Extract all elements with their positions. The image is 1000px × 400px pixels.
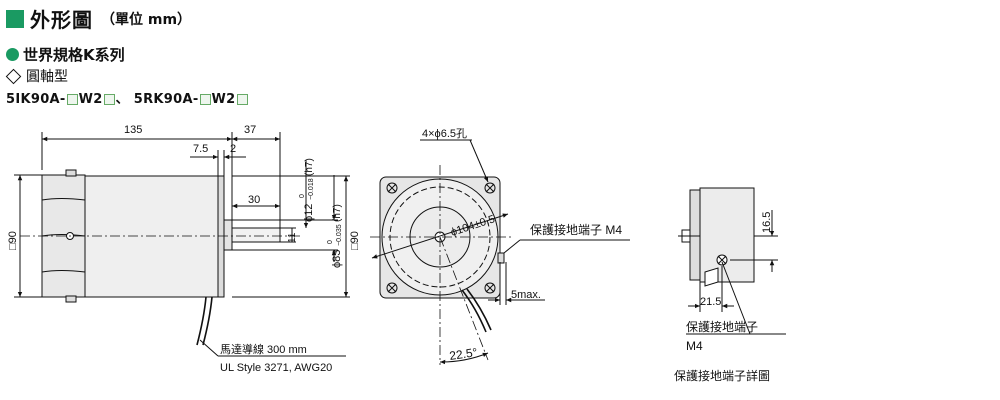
flange: [217, 175, 225, 298]
model-b-mid: W2: [211, 92, 236, 107]
mount-holes: [386, 182, 496, 294]
holes-label: 4×ϕ6.5孔: [422, 127, 467, 140]
shaft-type-heading: 圓軸型: [5, 66, 68, 86]
side-view: [14, 132, 350, 357]
sq90-left: □90: [7, 231, 19, 250]
phi12-label: ϕ12 0 −0.018 (h7): [299, 158, 315, 222]
detail-view: [678, 187, 786, 335]
lead-line-2: UL Style 3271, AWG20: [220, 362, 332, 374]
sq90-right: □90: [349, 231, 361, 250]
dim-11: 11: [287, 232, 298, 243]
dim-37: 37: [244, 124, 256, 136]
model-b-prefix: 5RK90A-: [133, 92, 199, 107]
lead-line-1: 馬達導線 300 mm: [220, 342, 307, 356]
model-numbers: 5IK90A- W2 、 5RK90A- W2: [6, 88, 249, 107]
phi83-label: ϕ83 0 −0.035 (h7): [327, 204, 343, 268]
dim-30: 30: [248, 194, 260, 206]
detail-ground-label: 保護接地端子: [686, 319, 758, 334]
dim-7-5: 7.5: [193, 143, 208, 155]
model-a-mid: W2: [78, 92, 103, 107]
detail-m4-label: M4: [686, 339, 703, 353]
dim-135: 135: [124, 124, 142, 136]
model-separator: 、: [115, 92, 129, 107]
placeholder-box-icon: [236, 94, 248, 105]
series-heading: 世界規格K系列: [6, 44, 125, 65]
dim-16-5: 16.5: [761, 212, 773, 233]
phi83-fit: (h7): [332, 204, 343, 222]
placeholder-box-icon: [103, 94, 115, 105]
placeholder-box-icon: [199, 94, 211, 105]
phi12-tol-bot: −0.018: [308, 178, 315, 200]
angle-label: 22.5°: [448, 345, 478, 363]
unit-note: （單位 mm）: [101, 11, 192, 28]
ground-terminal-label: 保護接地端子 M4: [530, 222, 622, 237]
shaft-type-label: 圓軸型: [26, 69, 68, 85]
phi83-text: ϕ83: [331, 250, 343, 268]
dim-21-5: 21.5: [700, 296, 721, 308]
detail-caption: 保護接地端子詳圖: [674, 368, 770, 383]
page-header: 外形圖 （單位 mm）: [6, 4, 191, 33]
phi12-tol-top: 0: [299, 194, 306, 198]
pilot: [223, 219, 233, 251]
phi83-tol-bot: −0.035: [336, 224, 343, 246]
front-view: [370, 139, 630, 365]
phi12-fit: (h7): [304, 158, 315, 176]
placeholder-box-icon: [66, 94, 78, 105]
lead-wire: [196, 296, 207, 346]
green-dot-icon: [6, 48, 19, 61]
page-title: 外形圖: [30, 8, 93, 32]
shaft: [231, 227, 281, 243]
green-square-icon: [6, 9, 24, 28]
model-a-prefix: 5IK90A-: [6, 92, 66, 107]
dim-5max: 5max.: [511, 289, 541, 301]
phi12-text: ϕ12: [303, 204, 315, 222]
motor-housing: [84, 175, 219, 298]
series-label: 世界規格K系列: [23, 46, 125, 64]
detail-body: [699, 187, 755, 283]
dim-2: 2: [230, 143, 236, 155]
phi83-tol-top: 0: [327, 240, 334, 244]
